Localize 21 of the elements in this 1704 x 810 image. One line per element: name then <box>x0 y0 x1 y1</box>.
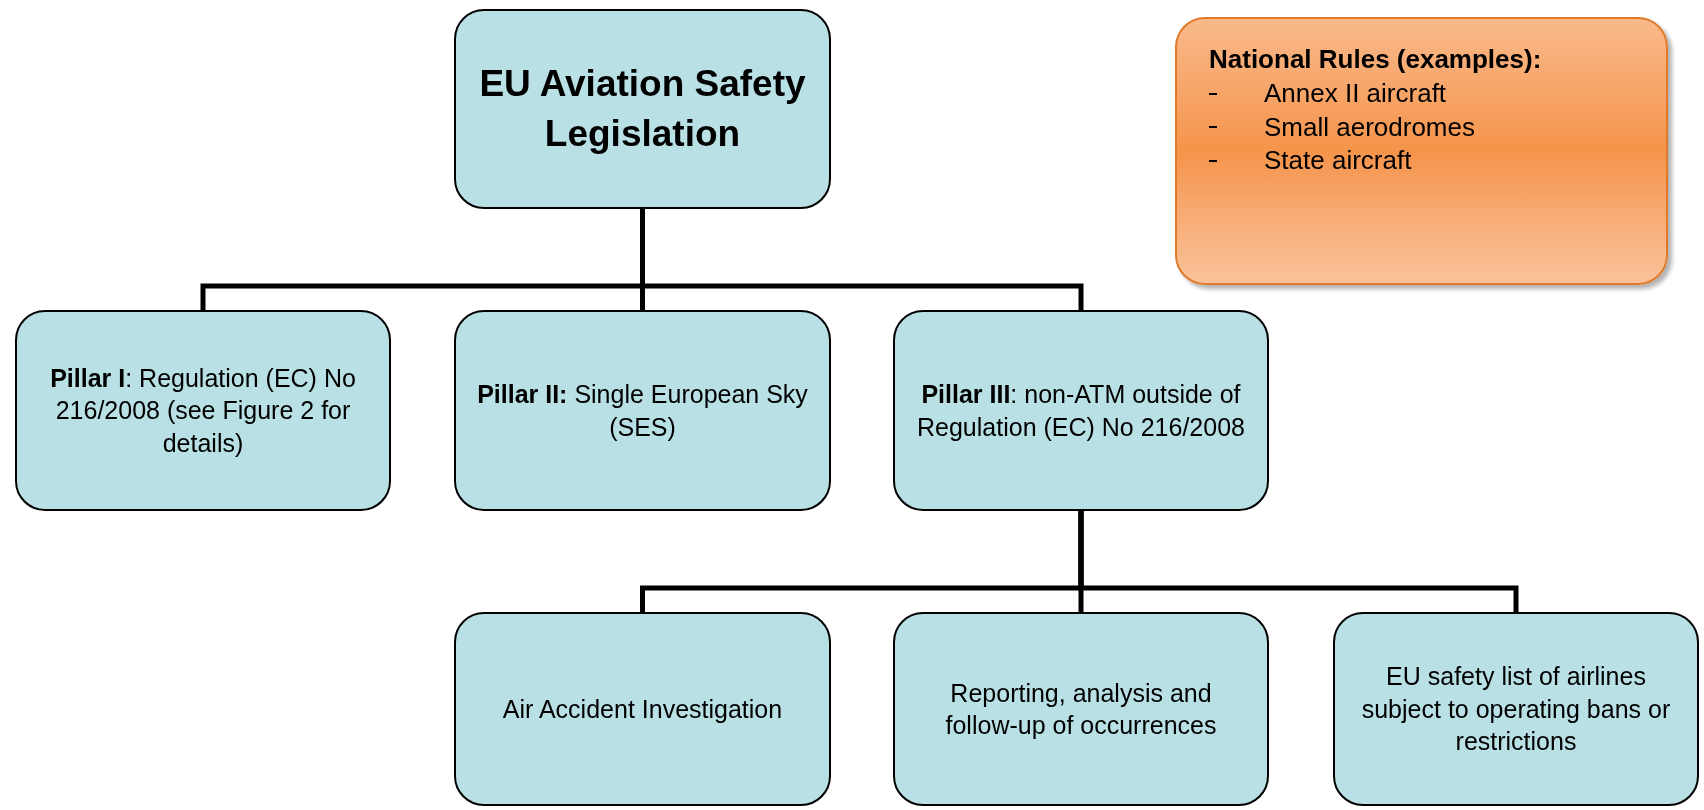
category-box <box>1333 612 1699 806</box>
note-box <box>1175 17 1668 285</box>
box-text: EU safety list of airlines subject to operating bans or restrictions <box>1360 661 1672 758</box>
connector-line <box>1078 511 1519 612</box>
note-heading: National Rules (examples): <box>1209 43 1543 76</box>
box-text: Air Accident Investigation <box>502 693 783 725</box>
category-box <box>454 310 831 511</box>
box-text: Pillar I: Regulation (EC) No 216/2008 (see Figure 2 for details) <box>49 362 357 459</box>
category-box <box>893 612 1269 806</box>
category-box <box>893 310 1269 511</box>
category-box <box>15 310 391 511</box>
title-box <box>454 9 831 209</box>
title-text: EU Aviation Safety Legislation <box>478 62 807 156</box>
list-item: Small aerodromes <box>1264 110 1475 144</box>
list-item: Annex II aircraft <box>1264 76 1447 110</box>
list-item: State aircraft <box>1264 144 1412 178</box>
category-box <box>454 612 831 806</box>
box-text: Reporting, analysis and follow-up of occurrences <box>944 677 1218 741</box>
box-text: Pillar II: Single European Sky (SES) <box>476 379 809 443</box>
box-text: Pillar III: non-ATM outside of Regulation (EC) No 216/2008 <box>916 379 1246 443</box>
connector-line <box>640 209 1084 310</box>
